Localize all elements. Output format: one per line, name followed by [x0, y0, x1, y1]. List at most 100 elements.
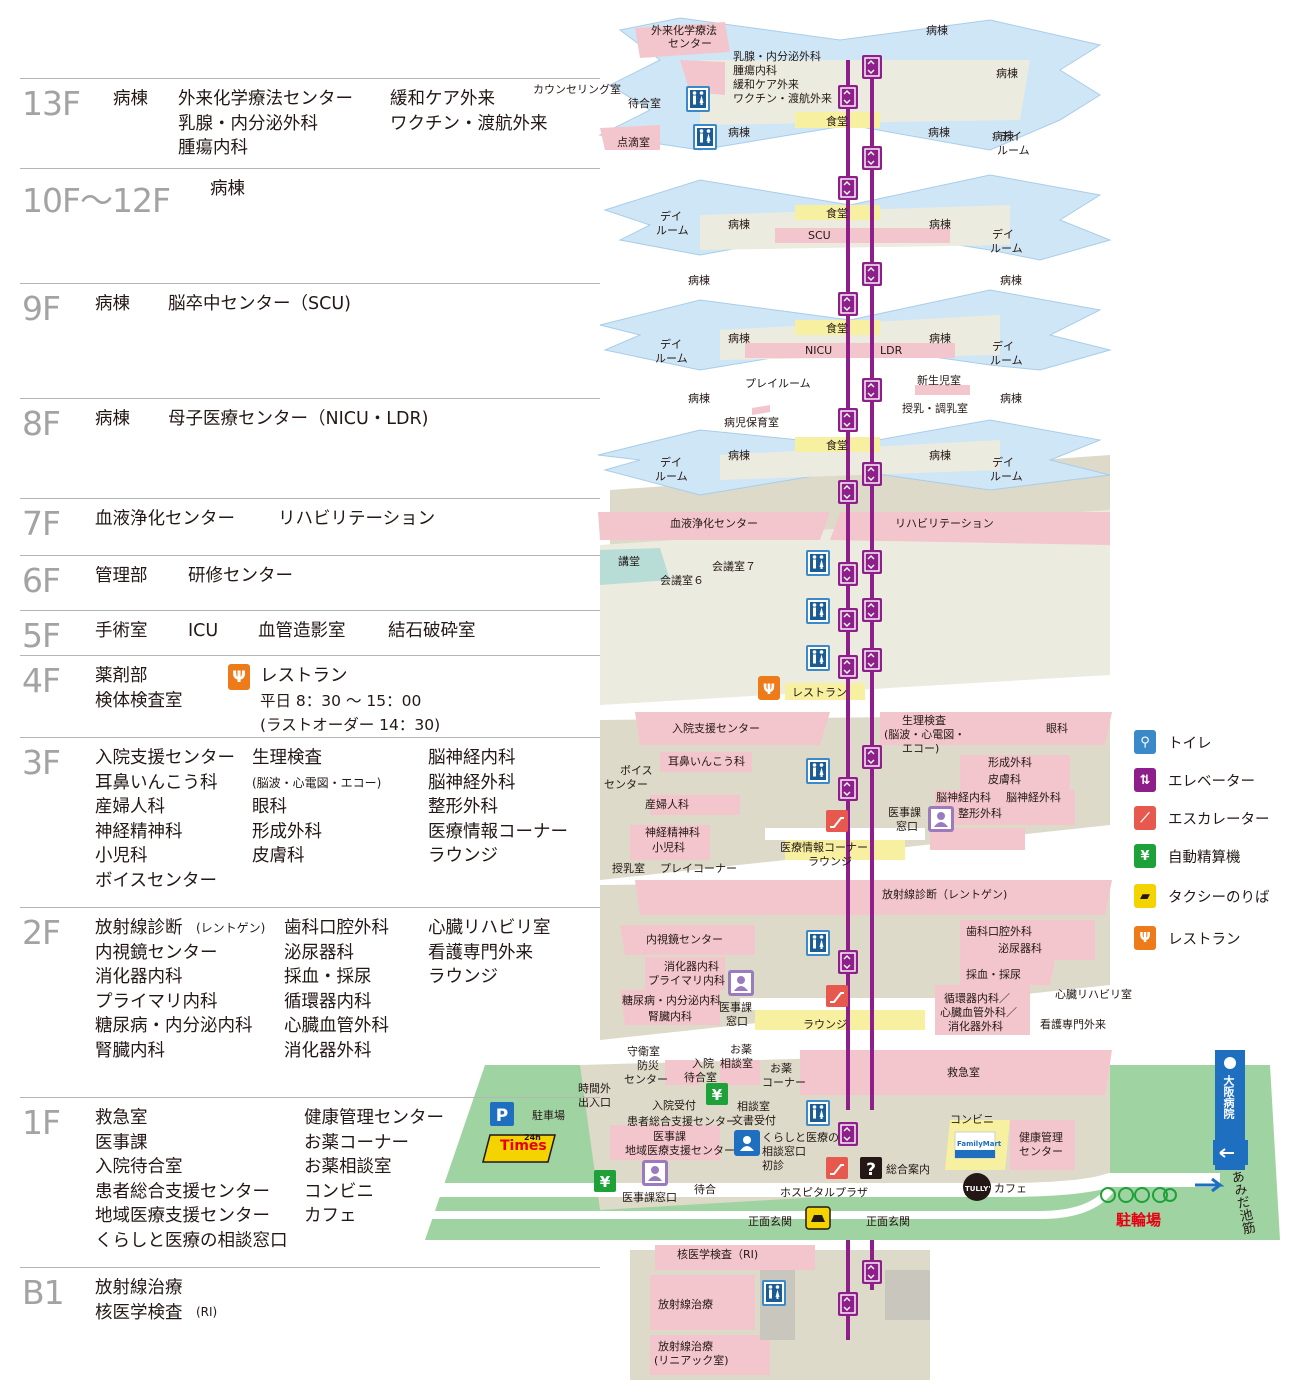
department-label: 消化器外科 [284, 1040, 372, 1061]
map-label: デイ [992, 456, 1014, 469]
map-label: 相談室 [720, 1057, 753, 1070]
department-label: 泌尿器科 [284, 942, 354, 963]
map-label: ルーム [990, 242, 1023, 255]
department-label: 医事課 [95, 1132, 148, 1153]
person-icon [642, 1160, 668, 1186]
map-label: ルーム [656, 224, 689, 237]
map-label: LDR [880, 344, 903, 357]
map-label: 食堂 [826, 322, 848, 335]
floor-name: 7F [22, 504, 61, 543]
map-label: カウンセリング室 [533, 83, 621, 96]
department-label: (脳波・心電図・エコー) [252, 775, 382, 790]
map-label: 授乳・調乳室 [902, 402, 968, 415]
map-label: センター [604, 778, 648, 791]
floor-divider [20, 168, 600, 169]
map-label: 病児保育室 [724, 416, 779, 429]
floor-department-column: 救急室医事課入院待合室患者総合支援センター地域医療支援センターくらしと医療の相談… [95, 1106, 288, 1253]
map-label: 小児科 [652, 841, 685, 854]
floor-name: 4F [22, 661, 61, 700]
floor-department-column: 病棟 [95, 407, 130, 432]
department-label: 核医学検査 [95, 1302, 183, 1323]
person-icon [928, 806, 954, 832]
department-label: 脳神経内科 [428, 748, 516, 768]
restaurant-last-order: (ラストオーダー 14：30) [260, 716, 441, 734]
map-label: 正面玄関 [866, 1215, 910, 1228]
department-label: 循環器内科 [284, 991, 372, 1012]
floor-department-column: 母子医療センター（NICU・LDR) [168, 407, 429, 432]
map-label: 消化器外科 [948, 1020, 1003, 1033]
map-label: 初診 [762, 1159, 784, 1172]
floor-name: 10F〜12F [22, 181, 171, 220]
map-label: 看護専門外来 [1040, 1018, 1106, 1031]
map-label: 病棟 [926, 24, 948, 37]
department-label: 救急室 [95, 1108, 148, 1128]
svg-text:?: ? [866, 1160, 876, 1180]
escalator-icon [825, 984, 849, 1008]
map-label: 相談窓口 [762, 1145, 806, 1158]
map-label: 産婦人科 [645, 798, 689, 811]
map-label: プレイコーナー [660, 862, 737, 875]
map-label: 守衛室 [627, 1045, 660, 1058]
map-label: 新生児室 [917, 374, 961, 387]
toilet-icon: ⚲ [1134, 730, 1156, 754]
restaurant-icon: Ψ [228, 664, 250, 690]
floor-divider [20, 907, 600, 908]
map-label: 放射線診断（レントゲン) [882, 888, 1008, 901]
map-label: くらしと医療の [762, 1131, 839, 1144]
map-label: 循環器内科／ [944, 992, 1010, 1005]
elevator-icon: ⇅ [1134, 768, 1156, 792]
floor-divider [20, 78, 600, 79]
department-label: リハビリテーション [278, 509, 436, 529]
department-label: ICU [188, 621, 219, 641]
map-label: 消化器内科 [664, 960, 719, 973]
floor-department-column: 脳卒中センター（SCU) [168, 292, 351, 317]
floor-department-column: 病棟 [210, 177, 245, 202]
floor-department-column: 病棟 [95, 292, 130, 317]
map-label: 乳腺・内分泌外科 [733, 50, 821, 63]
ward-inner [700, 60, 1030, 480]
map-label: 食堂 [826, 207, 848, 220]
map-label: 待合室 [628, 97, 661, 110]
department-label: ラウンジ [428, 846, 498, 866]
map-label: 駐輪場 [1116, 1211, 1162, 1229]
map-label: プライマリ内科 [648, 974, 725, 987]
map-label: カフェ [994, 1182, 1027, 1195]
department-label: 患者総合支援センター [95, 1181, 270, 1202]
floor-divider [20, 498, 600, 499]
legend-row: ⚲トイレ [1134, 729, 1212, 755]
map-label: 形成外科 [988, 756, 1032, 769]
floor-department-column: 病棟 [113, 87, 148, 112]
map-label: 文書受付 [732, 1114, 776, 1127]
floor-department-column: 放射線診断内視鏡センター消化器内科プライマリ内科糖尿病・内分泌内科腎臓内科 [95, 916, 253, 1063]
map-label: エコー) [902, 742, 940, 755]
map-label: 腫瘍内科 [733, 64, 777, 77]
department-label: カフェ [304, 1206, 357, 1226]
department-label: 研修センター [188, 566, 293, 586]
floor-department-column: 血液浄化センター [95, 507, 235, 532]
map-label: 大阪病院 [1222, 1075, 1235, 1119]
map-label: お薬 [730, 1043, 752, 1056]
department-label: ラウンジ [428, 967, 498, 987]
department-label: 整形外科 [428, 797, 498, 817]
department-label: 皮膚科 [252, 846, 305, 866]
department-label: プライマリ内科 [95, 991, 218, 1012]
department-label: 手術室 [95, 621, 148, 641]
map-label: 相談室 [737, 1100, 770, 1113]
map-label: 泌尿器科 [998, 942, 1042, 955]
escalator-icon [825, 1156, 849, 1180]
map-label: 糖尿病・内分泌内科 [622, 994, 721, 1007]
map-label: (脳波・心電図・ [884, 728, 966, 741]
map-label: 会議室６ [660, 574, 704, 587]
map-label: 救急室 [947, 1066, 980, 1079]
floor-divider [20, 1267, 600, 1268]
floor-name: 13F [22, 84, 81, 123]
map-label: 歯科口腔外科 [966, 925, 1032, 938]
floor-department-column: 血管造影室 [258, 619, 346, 644]
map-label: デイ [1000, 130, 1022, 143]
legend-row: ¥自動精算機 [1134, 843, 1241, 869]
map-label: 血液浄化センター [670, 517, 758, 530]
map-label: 病棟 [688, 274, 710, 287]
map-label: 病棟 [728, 449, 750, 462]
map-label: ラウンジ [803, 1018, 847, 1031]
